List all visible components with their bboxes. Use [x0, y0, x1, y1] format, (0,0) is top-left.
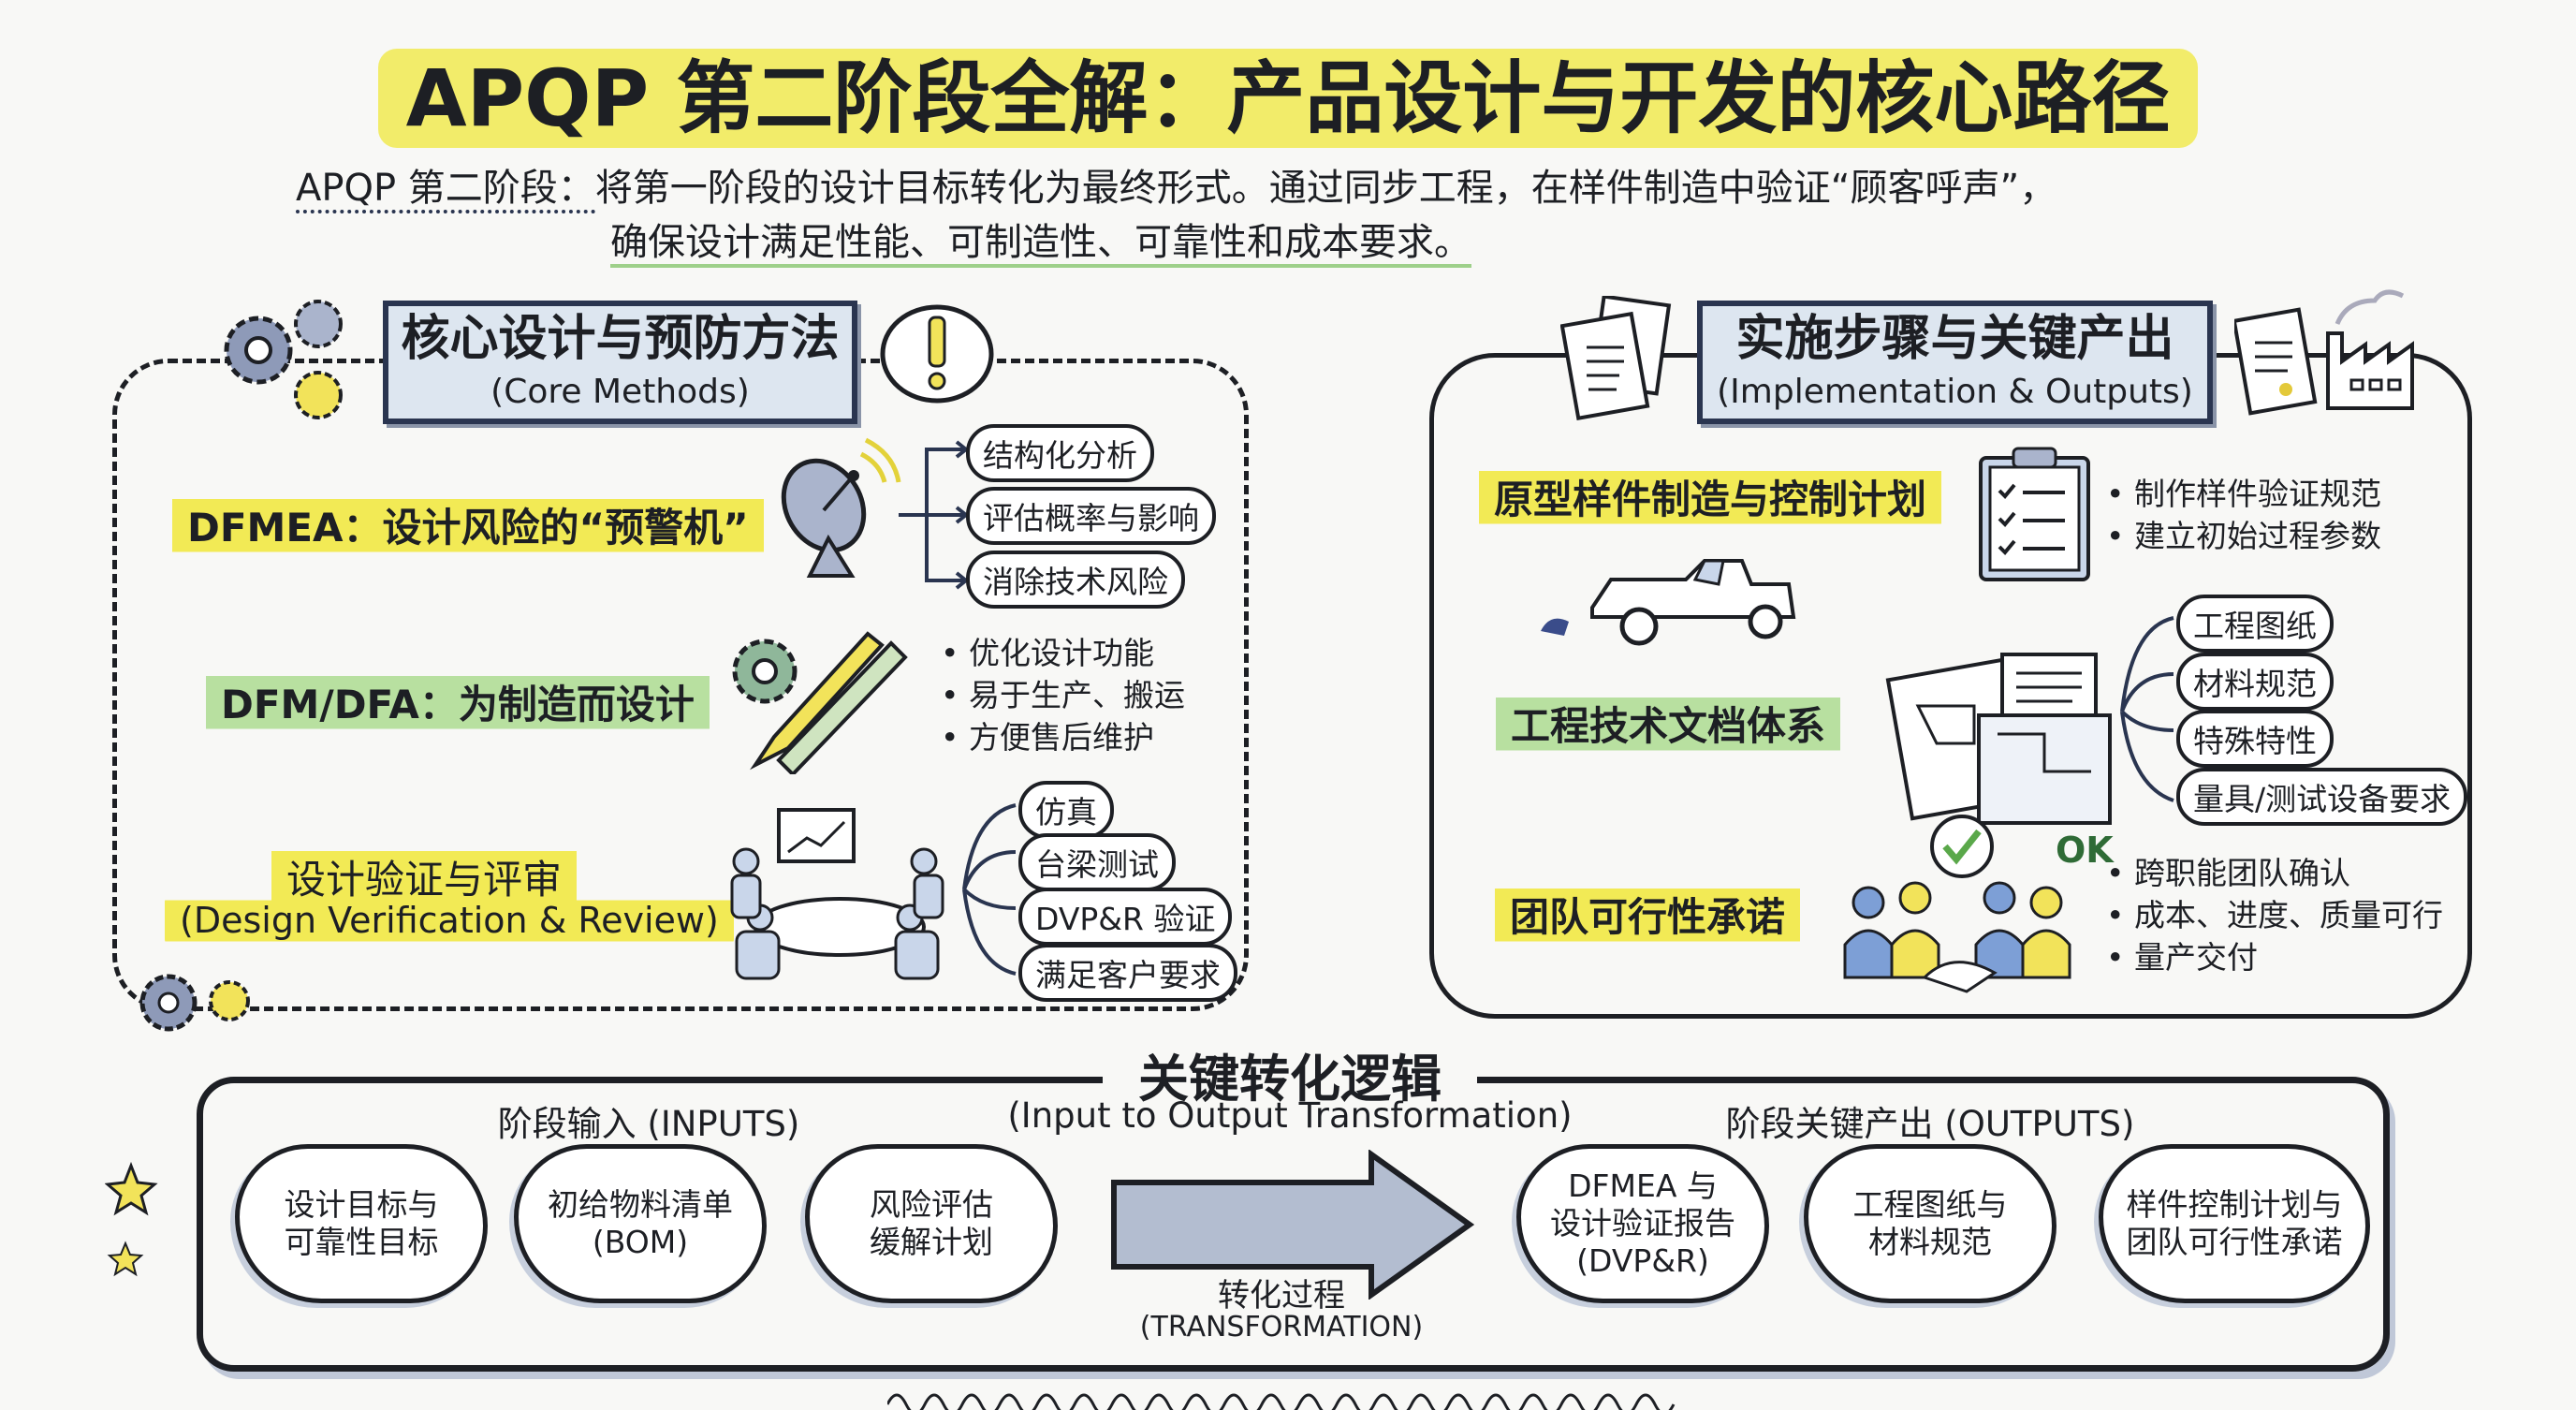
dfm-bullets: • 优化设计功能 • 易于生产、搬运 • 方便售后维护: [941, 635, 1185, 756]
output-cloud-control-plan: 样件控制计划与 团队可行性承诺: [2099, 1144, 2370, 1303]
pill-customer-requirements: 满足客户要求: [1018, 944, 1237, 1002]
squiggle-divider: [887, 1393, 1676, 1410]
page-title: APQP 第二阶段全解：产品设计与开发的核心路径: [0, 36, 2576, 149]
stars-icon: [105, 1161, 158, 1277]
pencil-ruler-gear-icon: [732, 631, 908, 774]
dfm-dfa-label: DFM/DFA：为制造而设计: [206, 668, 710, 736]
design-verification-label-en: (Design Verification & Review): [165, 894, 734, 947]
ok-text: OK: [2056, 830, 2114, 871]
transformation-label: 转化过程: [1218, 1277, 1345, 1315]
team-meeting-icon: [730, 808, 944, 980]
intro-line-1: APQP 第二阶段：将第一阶段的设计目标转化为最终形式。通过同步工程，在样件制造…: [296, 161, 2056, 215]
intro-line-2: 确保设计满足性能、可制造性、可靠性和成本要求。: [610, 215, 1471, 270]
pill-material-specs: 材料规范: [2176, 653, 2334, 711]
document-factory-icon: [2234, 289, 2414, 416]
prototype-label: 原型样件制造与控制计划: [1479, 463, 1942, 531]
pill-eliminate-risk: 消除技术风险: [966, 551, 1185, 609]
transformation-title: 关键转化逻辑: [1103, 1037, 1477, 1111]
pill-special-characteristics: 特殊特性: [2176, 710, 2334, 768]
gears-icon: [139, 974, 250, 1032]
transformation-subtitle: (Input to Output Transformation): [1007, 1095, 1573, 1136]
prototype-bullets: • 制作样件验证规范 • 建立初始过程参数: [2106, 476, 2381, 554]
output-cloud-drawings: 工程图纸与 材料规范: [1804, 1144, 2056, 1303]
pill-bench-test: 台梁测试: [1018, 833, 1176, 891]
transformation-label-en: (TRANSFORMATION): [1139, 1311, 1424, 1344]
engineering-docs-label: 工程技术文档体系: [1496, 689, 1841, 757]
core-methods-header: 核心设计与预防方法(Core Methods): [383, 301, 857, 424]
pill-assess-probability: 评估概率与影响: [966, 487, 1216, 545]
team-handshake-icon: [1843, 815, 2071, 993]
pill-engineering-drawings: 工程图纸: [2176, 595, 2334, 653]
pill-dvpr: DVP&R 验证: [1018, 888, 1233, 946]
output-cloud-dfmea-dvpr: DFMEA 与 设计验证报告 (DVP&R): [1516, 1144, 1769, 1303]
outputs-heading: 阶段关键产出 (OUTPUTS): [1725, 1104, 2135, 1144]
input-cloud-design-targets: 设计目标与 可靠性目标: [235, 1144, 488, 1303]
dfmea-label: DFMEA：设计风险的“预警机”: [172, 491, 764, 559]
branch-arrows-icon: [899, 440, 969, 590]
team-bullets: • 跨职能团队确认 • 成本、进度、质量可行 • 量产交付: [2106, 855, 2443, 976]
branch-arrows-icon: [2120, 616, 2174, 802]
pill-structured-analysis: 结构化分析: [966, 424, 1154, 482]
gears-icon: [224, 300, 343, 419]
exclamation-icon: [880, 304, 994, 404]
intro-lead: APQP 第二阶段：: [296, 167, 595, 213]
implementation-header: 实施步骤与关键产出(Implementation & Outputs): [1697, 301, 2213, 424]
clipboard-checklist-icon: [1979, 447, 2090, 581]
branch-arrows-icon: [962, 803, 1017, 976]
prototype-car-icon: [1541, 559, 1796, 646]
team-feasibility-label: 团队可行性承诺: [1495, 880, 1801, 948]
satellite-dish-icon: [781, 437, 901, 578]
transformation-arrow-icon: [1111, 1150, 1474, 1300]
inputs-heading: 阶段输入 (INPUTS): [497, 1104, 800, 1144]
documents-icon: [1560, 296, 1672, 420]
input-cloud-risk-assessment: 风险评估 缓解计划: [805, 1144, 1058, 1303]
engineering-drawings-icon: [1885, 653, 2112, 825]
input-cloud-bom: 初给物料清单 (BOM): [514, 1144, 767, 1303]
pill-simulation: 仿真: [1018, 781, 1114, 839]
pill-gauge-test-equipment: 量具/测试设备要求: [2176, 768, 2468, 826]
